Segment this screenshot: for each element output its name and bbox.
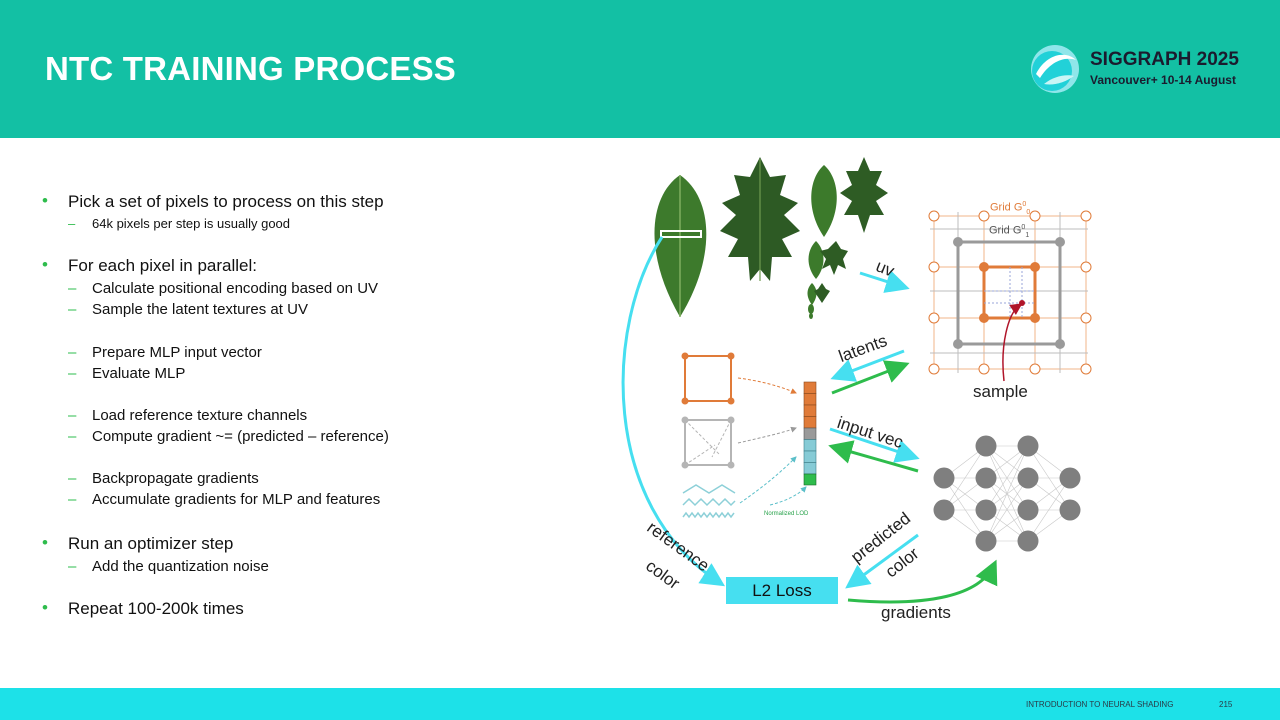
bullet-text: Run an optimizer step xyxy=(68,534,234,553)
dash-icon: – xyxy=(68,407,77,424)
training-diagram: uv latents input vec sample reference co… xyxy=(600,145,1280,685)
encoding-sources xyxy=(681,352,807,519)
sub-bullet-text: Prepare MLP input vector xyxy=(92,344,262,361)
mlp-connection xyxy=(985,445,1029,542)
gradients-arrow xyxy=(847,559,998,604)
conference-dates: Vancouver+ 10-14 August xyxy=(1090,73,1236,87)
mlp-node xyxy=(975,467,997,489)
conference-logo: SIGGRAPH 2025 Vancouver+ 10-14 August xyxy=(1030,44,1270,94)
dash-icon: – xyxy=(68,428,77,445)
mlp-node xyxy=(933,499,955,521)
mlp-connection xyxy=(943,477,987,542)
mlp-connection xyxy=(985,477,1029,542)
gradients-label: gradients xyxy=(881,603,951,622)
dash-icon: – xyxy=(68,365,77,382)
diagram-graphics xyxy=(621,157,1092,604)
sub-bullet-text: 64k pixels per step is usually good xyxy=(92,216,291,231)
leaf-texture-image xyxy=(654,157,888,319)
latents-request-arrow xyxy=(830,349,905,382)
sub-bullet-text: Backpropagate gradients xyxy=(92,470,259,487)
sub-bullet-text: Compute gradient ~= (predicted – referen… xyxy=(92,428,389,445)
grid-g1-label: Grid G01 xyxy=(989,224,1030,239)
normalized-lod-label: Normalized LOD xyxy=(764,511,809,517)
mlp-connection xyxy=(1027,477,1071,542)
sub-bullet-text: Accumulate gradients for MLP and feature… xyxy=(92,491,381,508)
footer-bar: INTRODUCTION TO NEURAL SHADING 215 xyxy=(0,688,1280,720)
input-vec-gradient-arrow xyxy=(828,440,919,473)
mlp-node xyxy=(933,467,955,489)
mlp-node xyxy=(975,435,997,457)
sub-bullet-text: Evaluate MLP xyxy=(92,365,186,382)
dash-icon: – xyxy=(68,491,77,508)
input-vector xyxy=(803,381,817,486)
predicted-color-arrow xyxy=(845,533,919,589)
mlp-node xyxy=(1059,467,1081,489)
sample-label: sample xyxy=(973,382,1028,401)
siggraph-logo-icon xyxy=(1031,45,1079,93)
sub-bullet-text: Calculate positional encoding based on U… xyxy=(92,280,379,297)
latents-gradient-arrow xyxy=(831,360,910,395)
bullet-text: Pick a set of pixels to process on this … xyxy=(68,192,384,211)
l2-loss-box: L2 Loss xyxy=(726,577,838,604)
bullet-text: Repeat 100-200k times xyxy=(68,599,244,618)
dash-icon: – xyxy=(68,216,76,231)
latent-grid xyxy=(928,210,1092,382)
dash-icon: – xyxy=(68,344,77,361)
mlp-network xyxy=(933,435,1081,552)
sub-bullet-text: Add the quantization noise xyxy=(92,558,269,575)
mlp-node xyxy=(1017,467,1039,489)
dash-icon: – xyxy=(68,470,77,487)
grid-g0-label: Grid G00 xyxy=(990,201,1031,216)
mlp-node xyxy=(1059,499,1081,521)
mlp-node xyxy=(1017,435,1039,457)
dash-icon: – xyxy=(68,558,77,575)
slide-title: NTC TRAINING PROCESS xyxy=(45,50,457,87)
bullet-text: For each pixel in parallel: xyxy=(68,256,257,275)
bullet-dot-icon: • xyxy=(42,191,48,210)
mlp-node xyxy=(1017,530,1039,552)
input-vec-arrow xyxy=(829,427,920,463)
bullet-dot-icon: • xyxy=(42,598,48,617)
pixel-selection-marker xyxy=(660,230,702,238)
course-title: INTRODUCTION TO NEURAL SHADING xyxy=(1026,700,1174,709)
mlp-connection xyxy=(943,445,987,511)
page-number: 215 xyxy=(1219,700,1233,709)
mlp-connection xyxy=(985,445,1029,511)
mlp-node xyxy=(1017,499,1039,521)
sub-bullet-text: Sample the latent textures at UV xyxy=(92,301,308,318)
reference-color-arrow xyxy=(621,236,726,587)
bullet-dot-icon: • xyxy=(42,533,48,552)
mlp-node xyxy=(975,499,997,521)
uv-arrow xyxy=(859,270,910,293)
sub-bullet-text: Load reference texture channels xyxy=(92,407,308,424)
header-bar: NTC TRAINING PROCESS SIGGRAPH 2025 Vanco… xyxy=(0,0,1280,138)
bullet-dot-icon: • xyxy=(42,255,48,274)
mlp-node xyxy=(975,530,997,552)
conference-name: SIGGRAPH 2025 xyxy=(1090,49,1239,70)
dash-icon: – xyxy=(68,301,77,318)
dash-icon: – xyxy=(68,280,77,297)
